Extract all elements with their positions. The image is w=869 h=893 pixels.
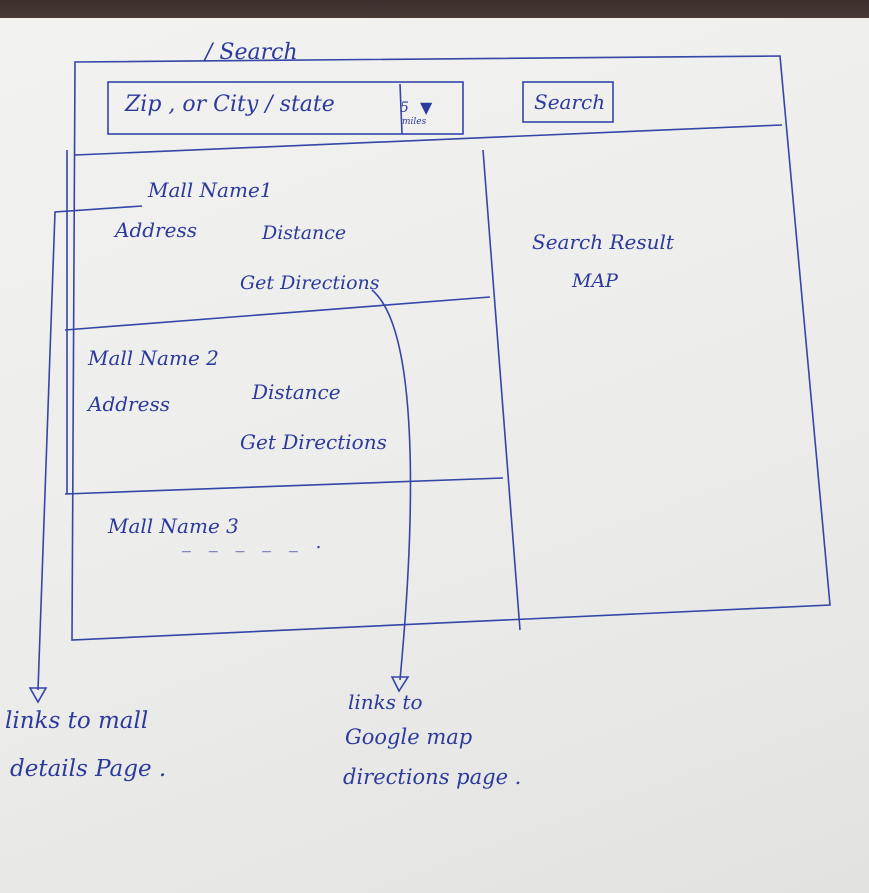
result-1-directions-link[interactable]: Get Directions bbox=[240, 272, 380, 294]
search-input[interactable]: Zip , or City / state bbox=[125, 92, 335, 117]
chevron-down-icon: ▼ bbox=[420, 98, 433, 117]
search-result-map[interactable]: Search Result MAP bbox=[500, 160, 810, 600]
mall-link-note-line-2: details Page . bbox=[10, 756, 167, 782]
page-title: / Search bbox=[205, 40, 298, 65]
list-map-divider bbox=[482, 149, 521, 631]
map-label-line-2: MAP bbox=[572, 270, 618, 292]
result-2-directions-link[interactable]: Get Directions bbox=[240, 430, 387, 454]
radius-dropdown[interactable]: 5 ▼ miles bbox=[398, 98, 438, 134]
search-button-box bbox=[522, 81, 614, 123]
radius-value: 5 bbox=[400, 100, 409, 116]
header-divider bbox=[74, 124, 783, 156]
outer-frame bbox=[71, 55, 831, 641]
directions-note-line-3: directions page . bbox=[343, 765, 522, 789]
result-1-address: Address bbox=[115, 218, 197, 242]
result-1-distance: Distance bbox=[262, 222, 347, 244]
radius-unit: miles bbox=[402, 117, 427, 127]
search-button[interactable]: Search bbox=[534, 90, 606, 114]
result-2-address: Address bbox=[88, 392, 170, 416]
dropdown-divider bbox=[399, 83, 403, 135]
result-1-name[interactable]: Mall Name1 bbox=[148, 178, 273, 202]
result-divider-2 bbox=[64, 477, 504, 495]
directions-note-line-1: links to bbox=[348, 690, 423, 714]
mall-link-note-line-1: links to mall bbox=[5, 708, 149, 734]
mall-link-arrowhead bbox=[28, 687, 48, 704]
result-3-name[interactable]: Mall Name 3 bbox=[108, 514, 239, 538]
mall-link-arrow bbox=[37, 205, 143, 691]
map-label-line-1: Search Result bbox=[532, 230, 674, 254]
result-divider-1 bbox=[64, 296, 491, 331]
result-2-distance: Distance bbox=[252, 380, 341, 404]
directions-note-line-2: Google map bbox=[345, 725, 473, 749]
result-2-name[interactable]: Mall Name 2 bbox=[88, 346, 219, 370]
directions-link-arrowhead bbox=[390, 676, 410, 693]
result-3-placeholder: _ _ _ _ _ . bbox=[182, 532, 328, 553]
paper-sheet bbox=[0, 18, 869, 893]
search-input-box bbox=[107, 81, 464, 135]
directions-link-arrow bbox=[371, 289, 412, 681]
